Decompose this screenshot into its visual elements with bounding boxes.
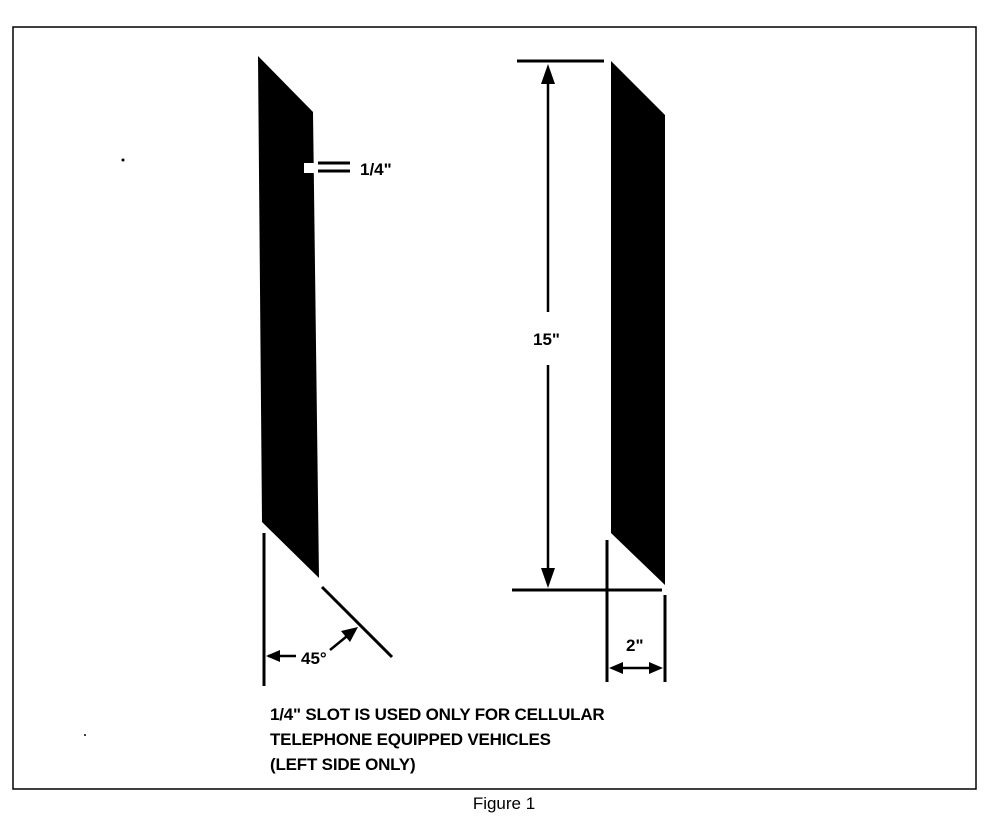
angle-arrowhead-left xyxy=(266,650,280,662)
height-arrowhead-bottom xyxy=(541,568,555,588)
figure-frame xyxy=(12,26,977,790)
note-line-1: 1/4" SLOT IS USED ONLY FOR CELLULAR xyxy=(270,705,605,724)
slot-notch xyxy=(304,163,315,173)
width-arrowhead-left xyxy=(609,662,623,674)
angle-arrowhead-right xyxy=(341,627,358,642)
slot-label: 1/4" xyxy=(360,160,392,179)
width-arrowhead-right xyxy=(649,662,663,674)
left-panel xyxy=(258,56,319,578)
angle-label: 45° xyxy=(301,649,327,668)
speck xyxy=(121,158,125,162)
right-panel xyxy=(611,61,665,585)
height-arrowhead-top xyxy=(541,64,555,84)
note-line-2: TELEPHONE EQUIPPED VEHICLES xyxy=(270,730,551,749)
angle-diagonal-line xyxy=(320,585,394,659)
speck xyxy=(84,734,86,736)
figure-caption: Figure 1 xyxy=(472,794,536,813)
height-label: 15" xyxy=(533,330,560,349)
note-line-3: (LEFT SIDE ONLY) xyxy=(270,755,416,774)
width-label: 2" xyxy=(626,636,644,655)
